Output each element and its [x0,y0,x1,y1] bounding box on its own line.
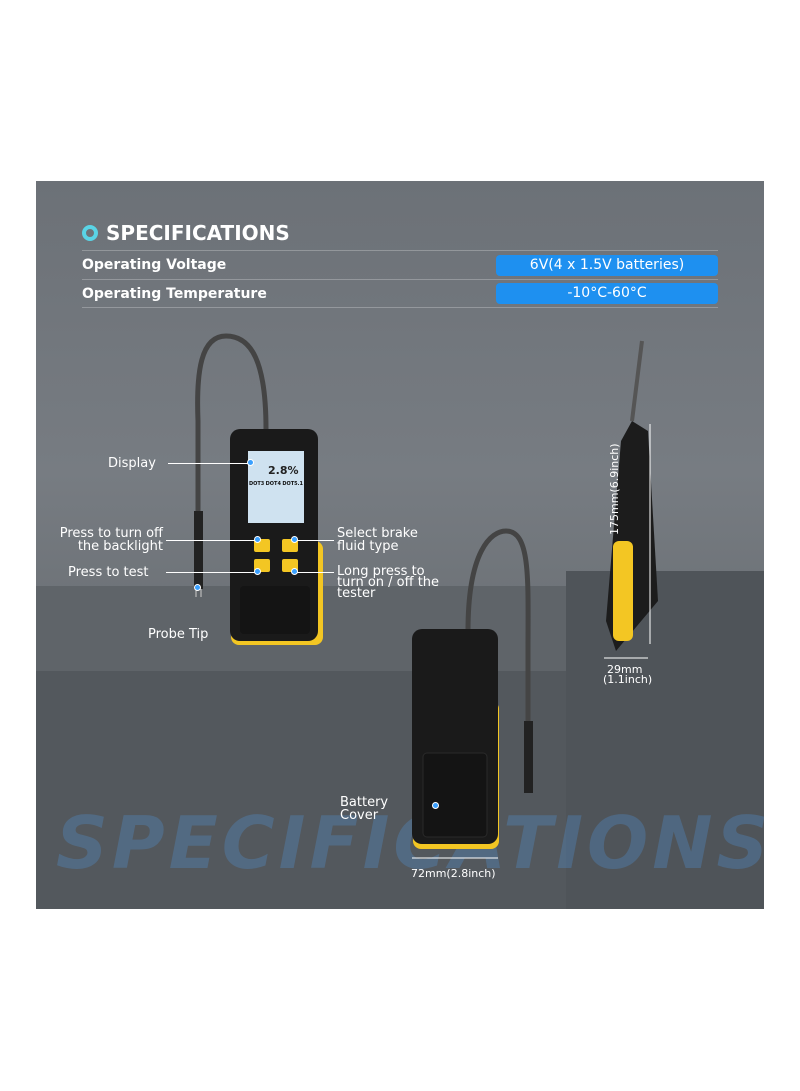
screen-mode-dot4: DOT4 [265,481,281,487]
callout-fluid-type: Select brake fluid type [337,526,418,554]
spec-row-voltage: Operating Voltage 6V(4 x 1.5V batteries) [82,250,718,279]
screen-reading: 2.8% [268,464,299,477]
depth-dimension-in: (1.1inch) [603,673,653,686]
front-tester [194,333,323,645]
callout-backlight: Press to turn off the backlight [59,526,163,554]
callout-probe-tip: Probe Tip [148,627,209,642]
devices-illustration [194,333,658,859]
spec-value: -10°C-60°C [496,283,718,304]
callout-test: Press to test [68,565,149,580]
depth-dimension-mm: 29mm [607,663,643,676]
spec-value: 6V(4 x 1.5V batteries) [496,254,718,276]
product-panel: SPECIFICATIONS SPECIFICATIONS Operating … [36,181,764,909]
back-tester [412,528,533,859]
watermark-text: SPECIFICATIONS [56,801,764,885]
width-dimension: 72mm(2.8inch) [411,867,496,880]
screen-fluid-modes: DOT3 DOT4 DOT5.1 [249,481,303,487]
spec-row-temperature: Operating Temperature -10°C-60°C [82,279,718,308]
background-step [566,571,764,909]
height-dimension: 175mm(6.9inch) [608,443,621,535]
screen-mode-dot5-1: DOT5.1 [282,481,303,487]
side-tester [604,340,658,659]
callout-battery-cover: Battery Cover [340,795,389,823]
screen-mode-dot3: DOT3 [249,481,265,487]
callout-display: Display [108,456,156,471]
specs-title: SPECIFICATIONS [82,221,290,245]
callout-power: Long press to turn on / off the tester [337,564,440,601]
ring-bullet-icon [82,225,98,241]
